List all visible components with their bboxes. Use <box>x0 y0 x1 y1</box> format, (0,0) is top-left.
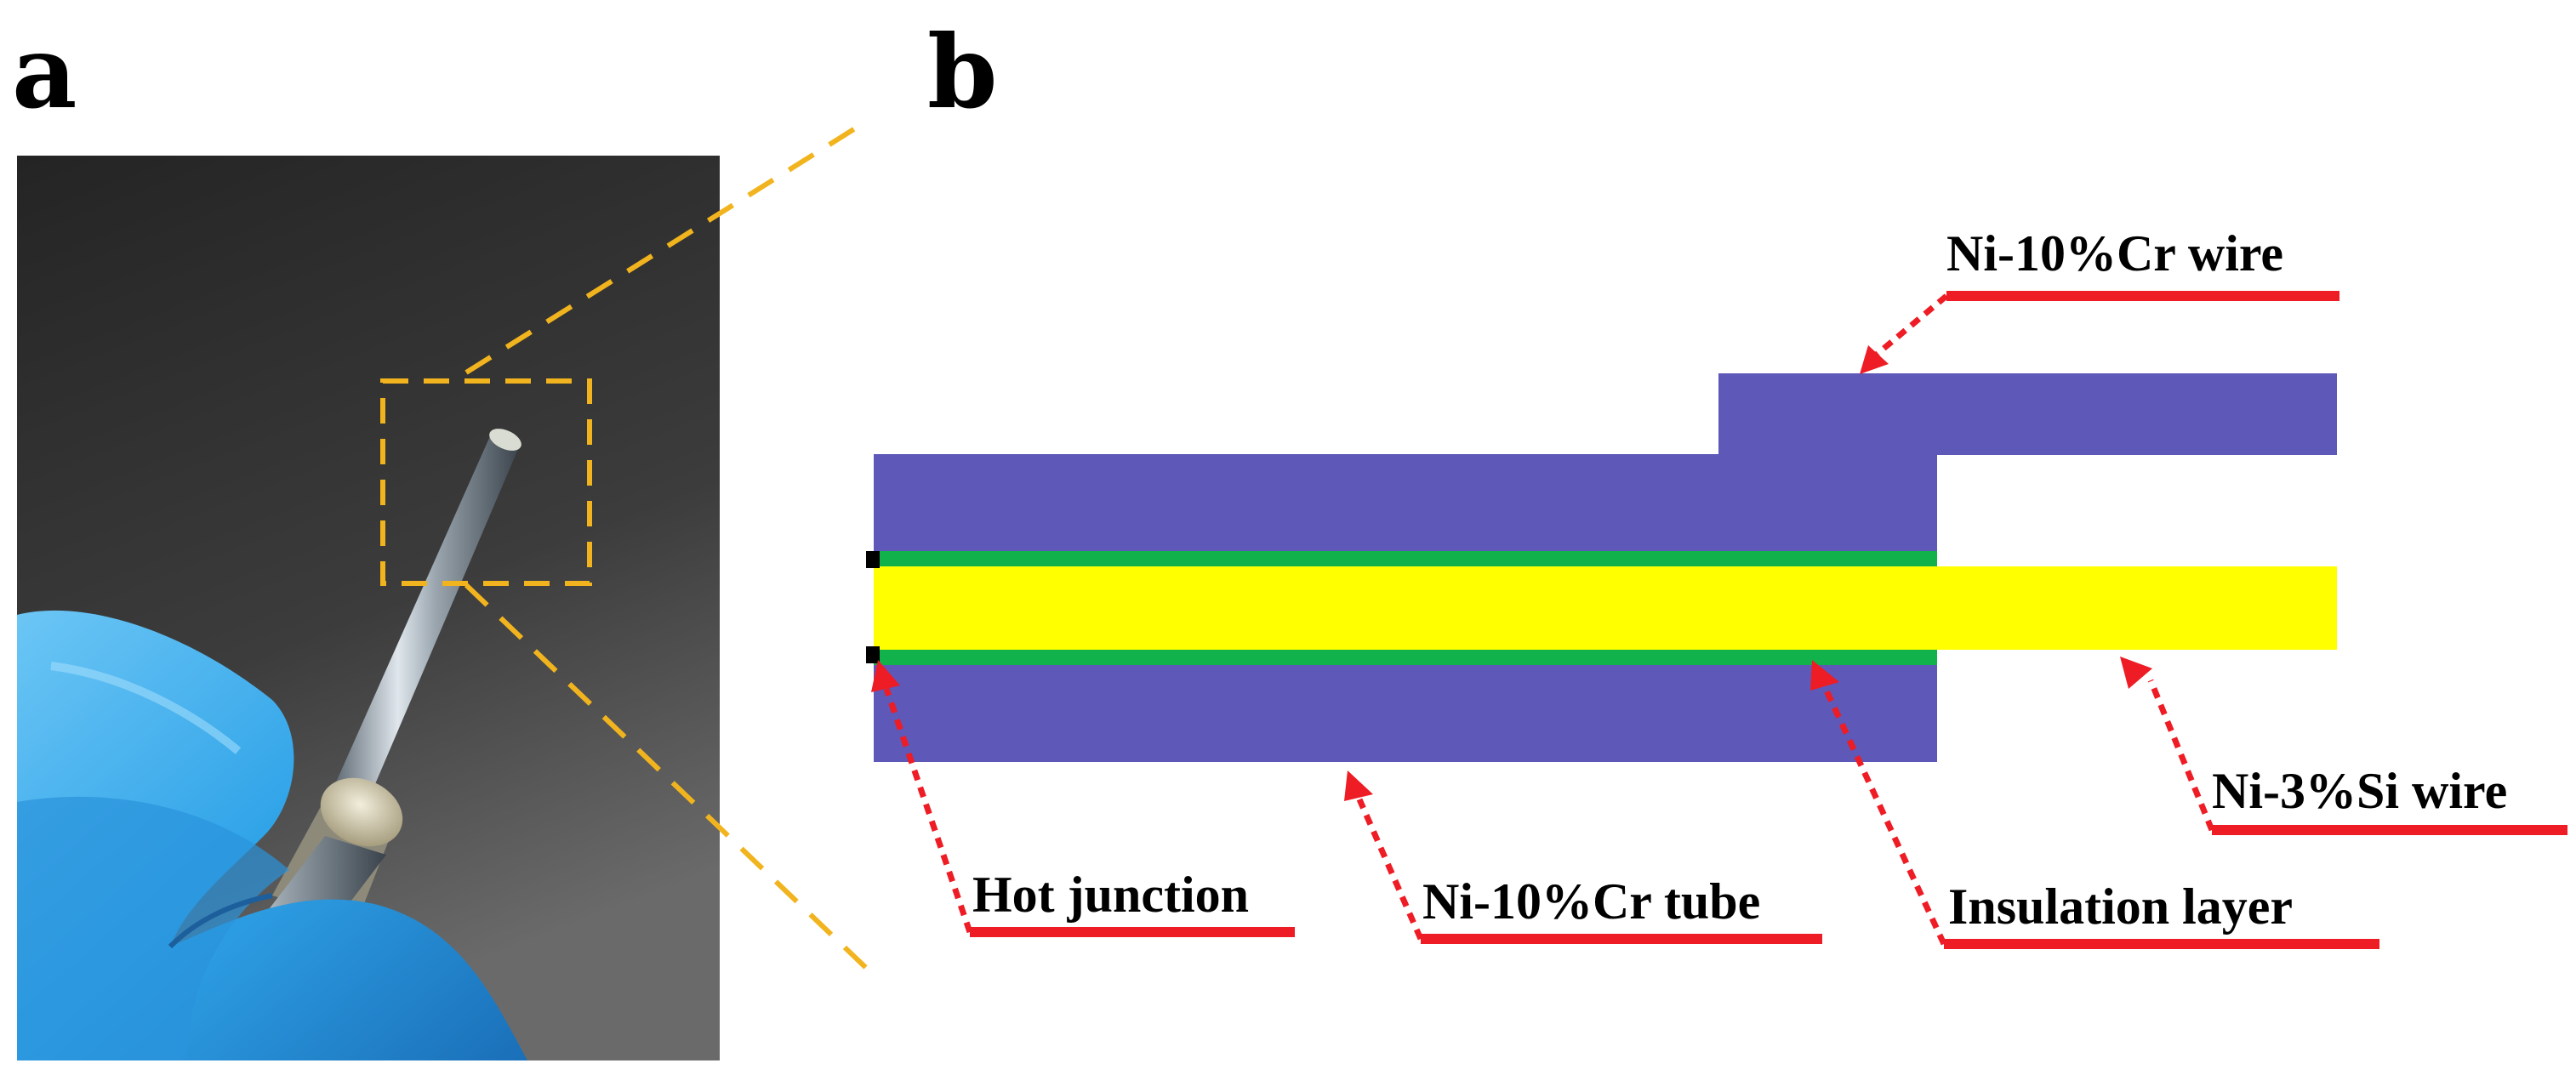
callout-insulation-layer: Insulation layer <box>1810 660 2379 949</box>
panel-label-a: a <box>12 13 77 131</box>
label-cr-tube: Ni-10%Cr tube <box>1422 873 1760 930</box>
hot-junction-marker-top <box>866 551 880 568</box>
label-hot-junction: Hot junction <box>972 867 1249 923</box>
label-si-wire: Ni-3%Si wire <box>2212 763 2507 819</box>
zoom-line-top <box>464 123 861 375</box>
zoom-line-bottom <box>464 583 869 970</box>
probe-rod <box>332 429 521 802</box>
callout-hot-junction: Hot junction <box>871 660 1295 937</box>
glove <box>17 610 527 1060</box>
callout-si-wire: Ni-3%Si wire <box>2120 657 2567 835</box>
callout-cr-tube: Ni-10%Cr tube <box>1344 770 1822 944</box>
label-insulation-layer: Insulation layer <box>1948 878 2293 935</box>
cr-wire <box>1718 373 2337 455</box>
hot-junction-marker-bottom <box>866 646 880 663</box>
callout-cr-wire: Ni-10%Cr wire <box>1860 225 2339 374</box>
panel-label-b: b <box>927 13 998 131</box>
probe-photo <box>17 156 720 1060</box>
label-cr-wire: Ni-10%Cr wire <box>1946 225 2283 281</box>
si-wire <box>874 566 2337 650</box>
zoom-box <box>380 378 592 586</box>
